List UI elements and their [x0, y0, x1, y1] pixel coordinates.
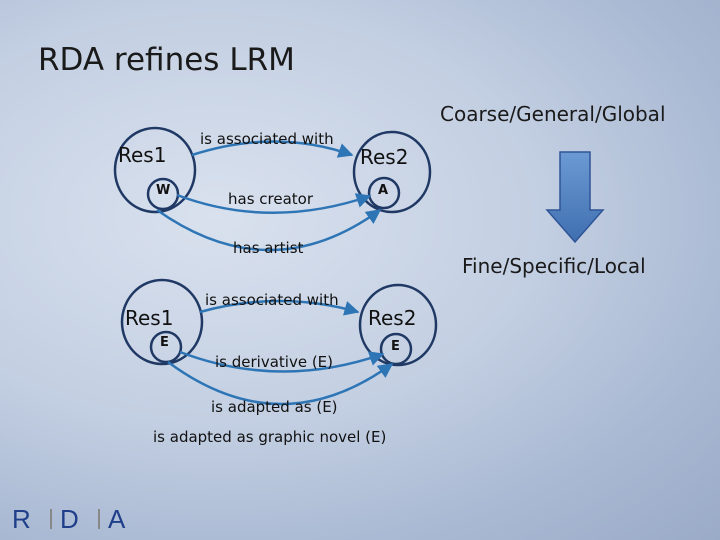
logo-divider-2: [98, 509, 100, 529]
bottom-left-node-sub: E: [160, 335, 169, 350]
scale-top-label: Coarse/General/Global: [440, 102, 666, 126]
down-arrow-icon: [545, 151, 605, 244]
top-right-node-label: Res2: [360, 145, 409, 169]
top-right-node-sub: A: [378, 183, 389, 198]
scale-bottom-label: Fine/Specific/Local: [462, 254, 646, 278]
arrow-top-creator: [176, 193, 372, 214]
top-left-node-sub: W: [156, 183, 171, 198]
bottom-left-node: [120, 278, 204, 366]
top-right-node: [352, 130, 432, 214]
arrow-top-artist: [156, 208, 382, 252]
rda-logo: R D A: [12, 506, 126, 532]
bottom-left-node-label: Res1: [125, 306, 174, 330]
bottom-relation-adapted: is adapted as (E): [211, 398, 338, 416]
top-relation-associated: is associated with: [200, 130, 334, 148]
arrow-bottom-associated: [199, 299, 360, 316]
top-left-node: [113, 126, 197, 214]
bottom-right-node: [358, 283, 438, 367]
logo-letter-a: A: [108, 506, 126, 532]
logo-letter-r: R: [12, 506, 31, 532]
bottom-relation-adapted-graphic-novel: is adapted as graphic novel (E): [153, 428, 387, 446]
bottom-relation-derivative: is derivative (E): [215, 353, 334, 371]
bottom-right-node-sub: E: [391, 339, 400, 354]
logo-divider-1: [50, 509, 52, 529]
bottom-relation-associated: is associated with: [205, 291, 339, 309]
arrow-top-associated: [191, 140, 354, 158]
top-relation-artist: has artist: [233, 239, 304, 257]
bottom-right-node-label: Res2: [368, 306, 417, 330]
top-left-node-label: Res1: [118, 143, 167, 167]
top-relation-creator: has creator: [228, 190, 314, 208]
logo-letter-d: D: [60, 506, 79, 532]
arrow-bottom-derivative: [179, 350, 385, 373]
slide-title: RDA refines LRM: [38, 42, 295, 78]
arrow-bottom-adapted: [167, 360, 394, 406]
